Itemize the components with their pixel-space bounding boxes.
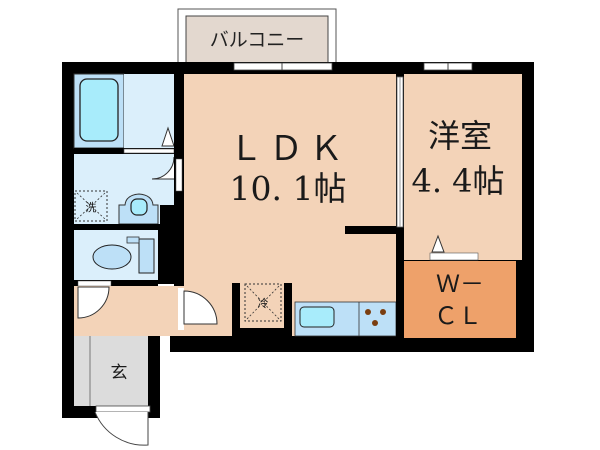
balcony: バルコニー bbox=[177, 8, 337, 67]
stove-burner bbox=[365, 309, 371, 315]
sink-basin bbox=[130, 198, 148, 216]
entrance-floor bbox=[74, 336, 148, 406]
front-door-swing bbox=[94, 411, 149, 446]
western-room-floor bbox=[404, 74, 522, 260]
wic-label-line1: Ｗ－ bbox=[436, 270, 484, 298]
entrance-label: 玄 bbox=[111, 363, 128, 383]
toilet-door-swing bbox=[77, 286, 110, 319]
walls bbox=[62, 62, 534, 418]
kitchen-sink bbox=[299, 306, 335, 328]
western-room-size: 4. 4帖 bbox=[411, 162, 504, 200]
toilet-bowl bbox=[92, 244, 132, 270]
fridge-space bbox=[244, 283, 282, 322]
stove-burner bbox=[372, 320, 378, 326]
balcony-label: バルコニー bbox=[210, 29, 305, 51]
fridge-mark: 冷 bbox=[258, 297, 269, 310]
wic-label-line2: ＣＬ bbox=[434, 302, 482, 330]
ldk-size: 10. 1帖 bbox=[230, 169, 347, 208]
washing-machine-space bbox=[74, 190, 108, 222]
ldk-window bbox=[233, 62, 333, 71]
bath-door-mark bbox=[161, 126, 175, 147]
western-room-name: 洋室 bbox=[428, 117, 492, 155]
ldk-door-swing bbox=[183, 290, 218, 325]
toilet-tank bbox=[138, 238, 155, 274]
wic-floor bbox=[404, 261, 516, 338]
ldk-name: ＬＤＫ bbox=[229, 129, 349, 169]
laundry-mark: 洗 bbox=[86, 201, 97, 214]
washroom-door-swing bbox=[151, 156, 175, 180]
wic-door-mark bbox=[431, 234, 445, 253]
bathtub bbox=[79, 78, 119, 142]
stove-burner bbox=[380, 309, 386, 315]
